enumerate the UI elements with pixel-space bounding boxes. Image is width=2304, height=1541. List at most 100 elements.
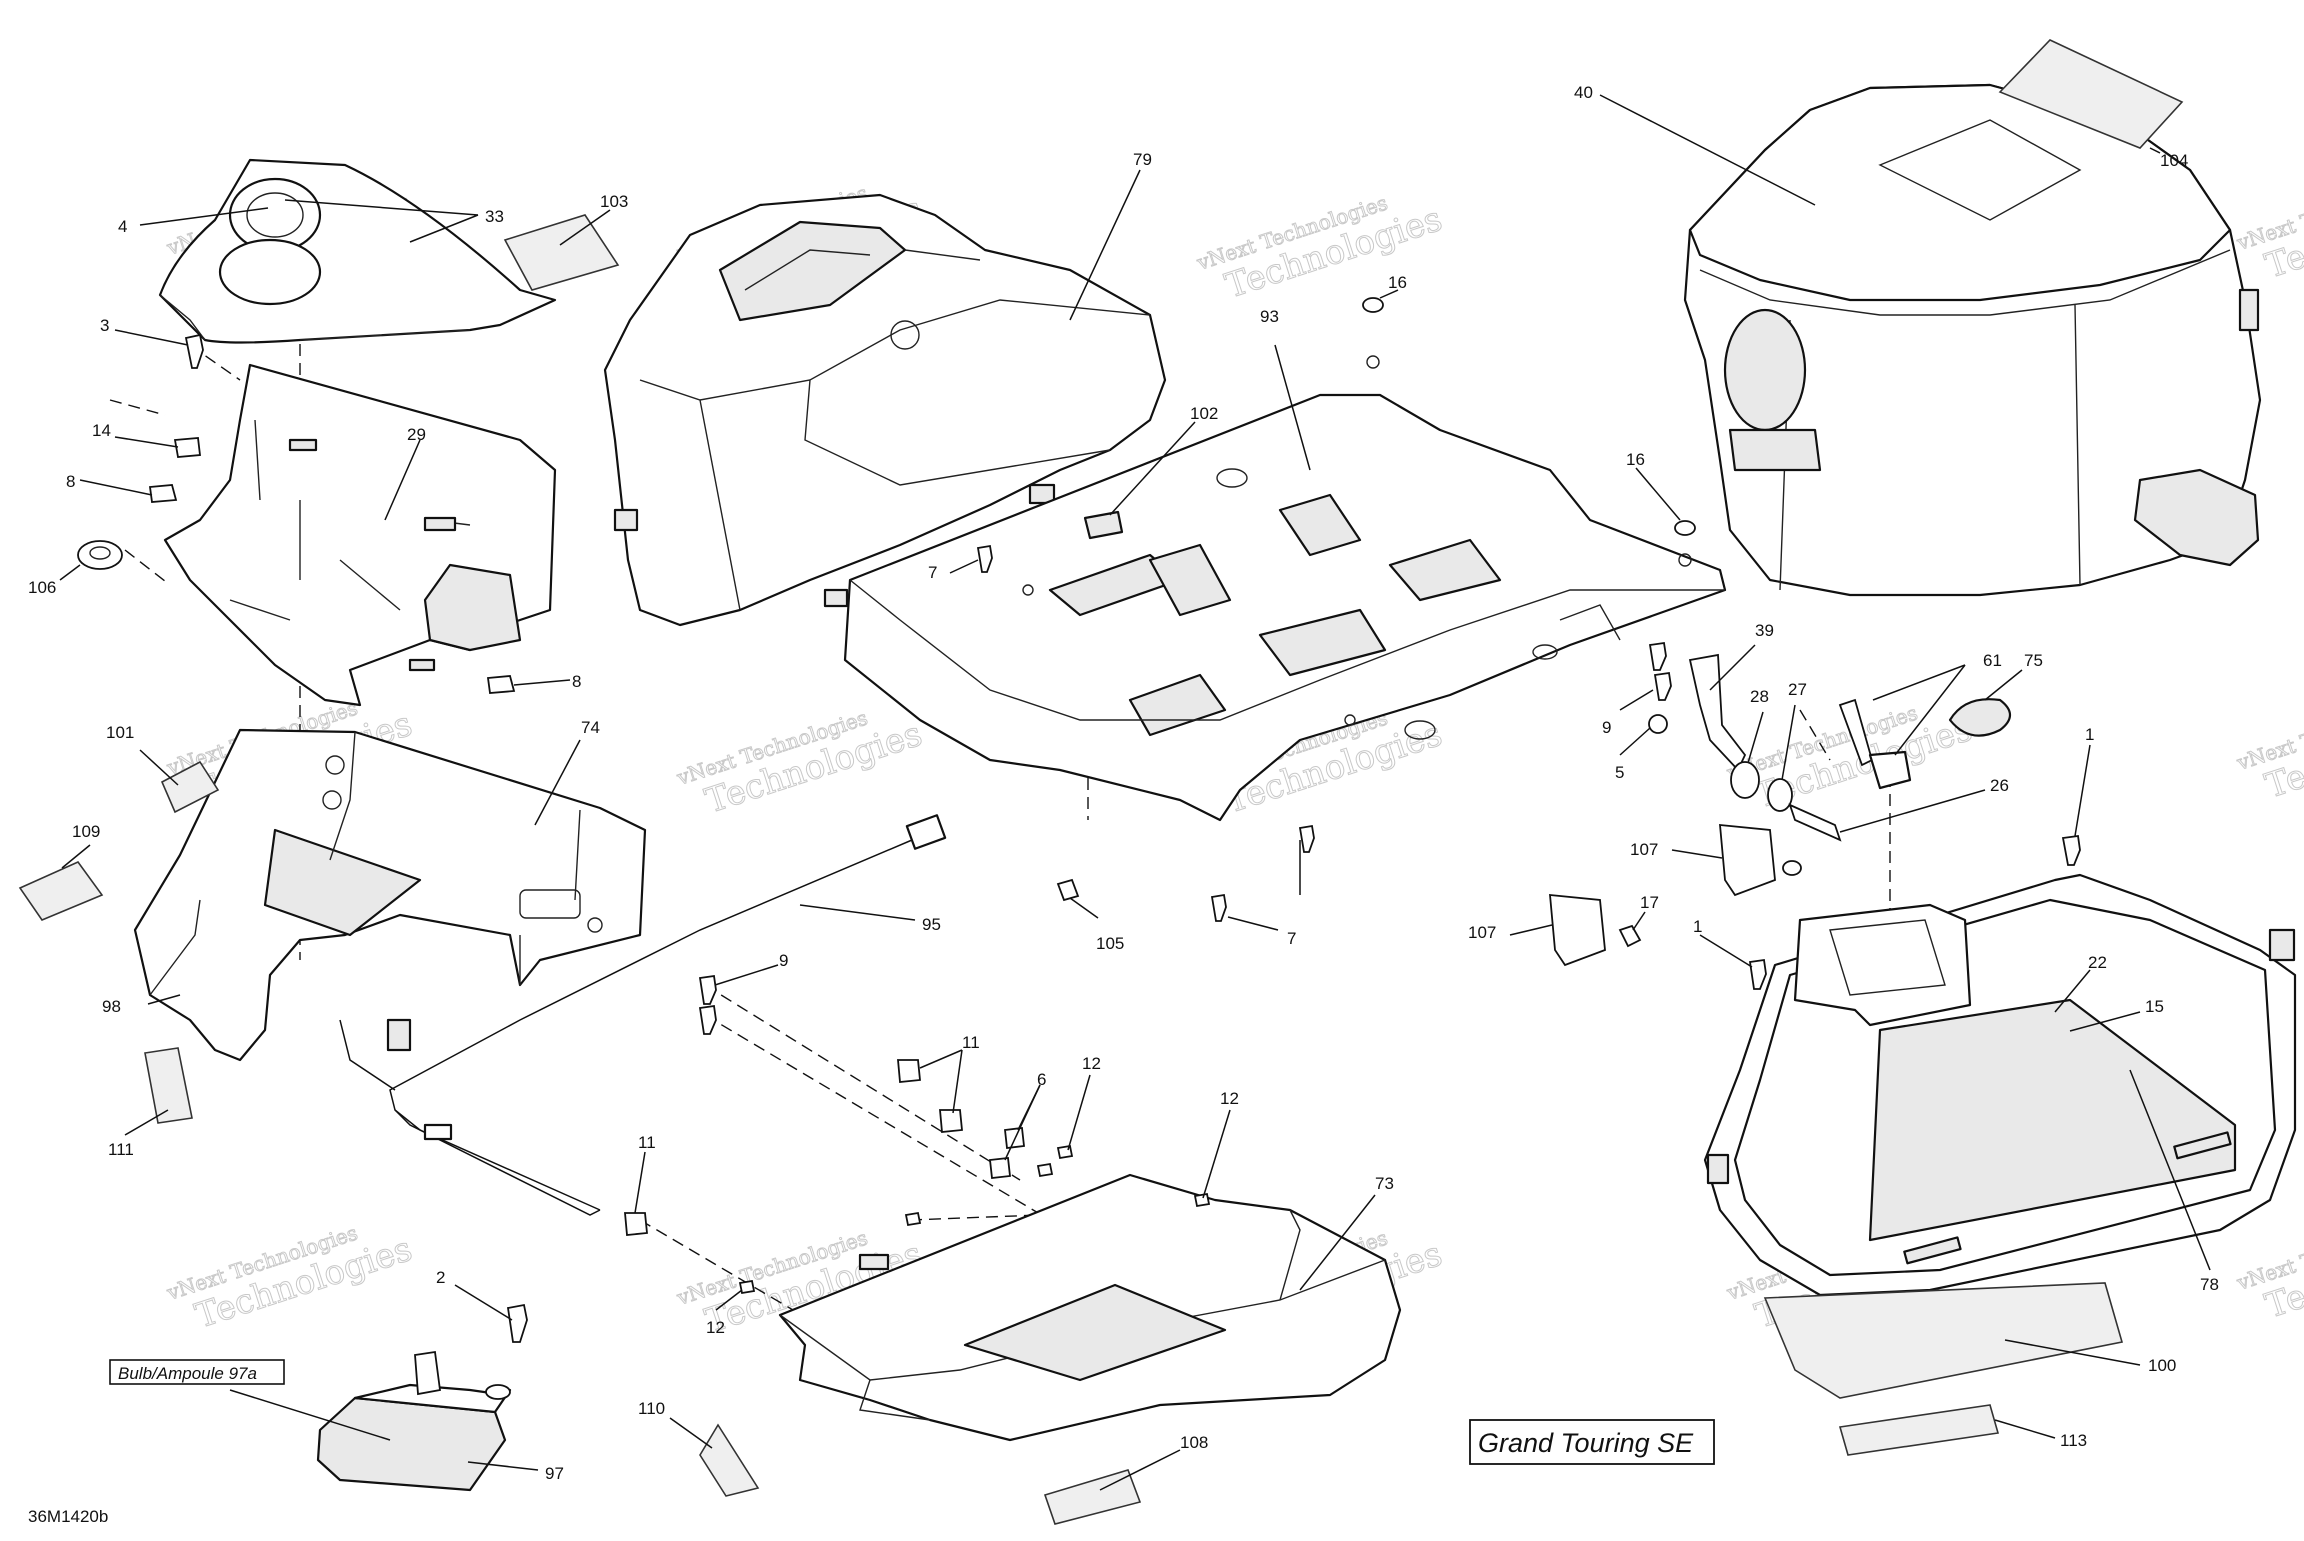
part-78-saddlebag bbox=[1703, 873, 2297, 1297]
washer-28 bbox=[1730, 761, 1760, 799]
callout-102: 102 bbox=[1190, 404, 1218, 423]
callout-108: 108 bbox=[1180, 1433, 1208, 1452]
callout-107a: 107 bbox=[1630, 840, 1658, 859]
screw-1a bbox=[2061, 834, 2081, 866]
part-74-housing bbox=[133, 728, 647, 1062]
harness-clip bbox=[423, 1123, 453, 1141]
leader-lines bbox=[59, 94, 2211, 1491]
leader bbox=[1227, 916, 1279, 931]
decal-104 bbox=[1998, 39, 2184, 149]
callout-107b: 107 bbox=[1468, 923, 1496, 942]
leader bbox=[1619, 727, 1651, 756]
callout-79: 79 bbox=[1133, 150, 1152, 169]
tray-rib bbox=[1278, 493, 1362, 557]
callout-106: 106 bbox=[28, 578, 56, 597]
model-label: Grand Touring SE bbox=[1478, 1428, 1694, 1458]
tray-hole bbox=[1216, 468, 1248, 488]
decal-103 bbox=[503, 214, 620, 291]
box-latch bbox=[823, 588, 849, 608]
saddlebag-panel bbox=[1868, 998, 2237, 1242]
hardware-center bbox=[976, 297, 1696, 922]
leader bbox=[467, 1461, 539, 1471]
leader bbox=[1509, 924, 1553, 936]
leader bbox=[114, 436, 179, 448]
callout-1a: 1 bbox=[2085, 725, 2094, 744]
leader bbox=[952, 1049, 963, 1114]
callout-74: 74 bbox=[581, 718, 600, 737]
leader bbox=[384, 439, 421, 521]
harness-connector bbox=[905, 814, 947, 850]
leader bbox=[714, 964, 779, 986]
screw-7b bbox=[1298, 824, 1315, 853]
tray-fastener-hole bbox=[1678, 553, 1692, 567]
assembly-axis bbox=[124, 549, 171, 586]
callout-40: 40 bbox=[1574, 83, 1593, 102]
clip-102 bbox=[1083, 510, 1124, 540]
callout-5: 5 bbox=[1615, 763, 1624, 782]
callout-6: 6 bbox=[1037, 1070, 1046, 1089]
bracket-tab bbox=[408, 658, 436, 672]
leader bbox=[2004, 1339, 2141, 1366]
leader bbox=[949, 559, 979, 574]
rivet-11b bbox=[939, 1109, 963, 1133]
leader bbox=[799, 904, 916, 921]
tray-fastener-hole bbox=[1344, 714, 1356, 726]
figure-id: 36M1420b bbox=[28, 1507, 108, 1526]
box-latch bbox=[1028, 483, 1056, 505]
leader bbox=[1984, 669, 2023, 701]
callout-109: 109 bbox=[72, 822, 100, 841]
leader bbox=[1839, 789, 1986, 833]
callout-61: 61 bbox=[1983, 651, 2002, 670]
leader bbox=[534, 739, 581, 826]
callout-113: 113 bbox=[2060, 1431, 2087, 1450]
part-97-tail-light bbox=[316, 1350, 512, 1492]
lower-tray-cavity bbox=[963, 1283, 1227, 1382]
nut-8b bbox=[486, 675, 516, 694]
screw-2 bbox=[506, 1303, 528, 1343]
callout-11b: 11 bbox=[638, 1133, 656, 1152]
screw-7a bbox=[976, 544, 993, 573]
leader bbox=[1099, 1449, 1181, 1491]
watermark: vNext Technologies Technologies bbox=[673, 705, 928, 822]
callout-105: 105 bbox=[1096, 934, 1124, 953]
callout-7b: 7 bbox=[1287, 929, 1296, 948]
assembly-axis bbox=[639, 1219, 811, 1321]
saddlebag-spring bbox=[2173, 1131, 2232, 1160]
callout-28: 28 bbox=[1750, 687, 1769, 706]
cover-dome-ring bbox=[246, 192, 304, 238]
screw-12d bbox=[738, 1279, 756, 1295]
leader bbox=[79, 479, 153, 496]
leader bbox=[1067, 1074, 1091, 1151]
cover-shape bbox=[158, 158, 557, 344]
callout-98: 98 bbox=[102, 997, 121, 1016]
screw-12e bbox=[904, 1211, 922, 1227]
tray-hole bbox=[1532, 644, 1558, 660]
assembly-axis bbox=[109, 399, 166, 416]
leader bbox=[61, 844, 91, 869]
case-side-pocket bbox=[1723, 308, 1807, 432]
part-33-top-cover bbox=[158, 158, 557, 344]
leader bbox=[1747, 711, 1764, 764]
decal-100 bbox=[1763, 1282, 2124, 1399]
leader bbox=[1994, 1419, 2056, 1439]
callout-103: 103 bbox=[600, 192, 628, 211]
leader bbox=[2149, 147, 2161, 154]
clip-105 bbox=[1056, 878, 1080, 902]
saddlebag-spring bbox=[1903, 1236, 1962, 1265]
callout-12c: 12 bbox=[706, 1318, 725, 1337]
bolt-26 bbox=[1788, 803, 1842, 842]
leader bbox=[1379, 289, 1399, 299]
callout-78: 78 bbox=[2200, 1275, 2219, 1294]
tray-rib bbox=[1388, 538, 1502, 602]
leader bbox=[1671, 849, 1723, 859]
decal-109 bbox=[18, 861, 104, 921]
tray-fastener-hole bbox=[1022, 584, 1034, 596]
callout-29: 29 bbox=[407, 425, 426, 444]
leader bbox=[454, 1284, 513, 1321]
cap-16a bbox=[1362, 297, 1384, 313]
screw-9d bbox=[698, 1004, 717, 1035]
bulb-label-frame bbox=[109, 1359, 285, 1385]
leader bbox=[1109, 421, 1196, 516]
